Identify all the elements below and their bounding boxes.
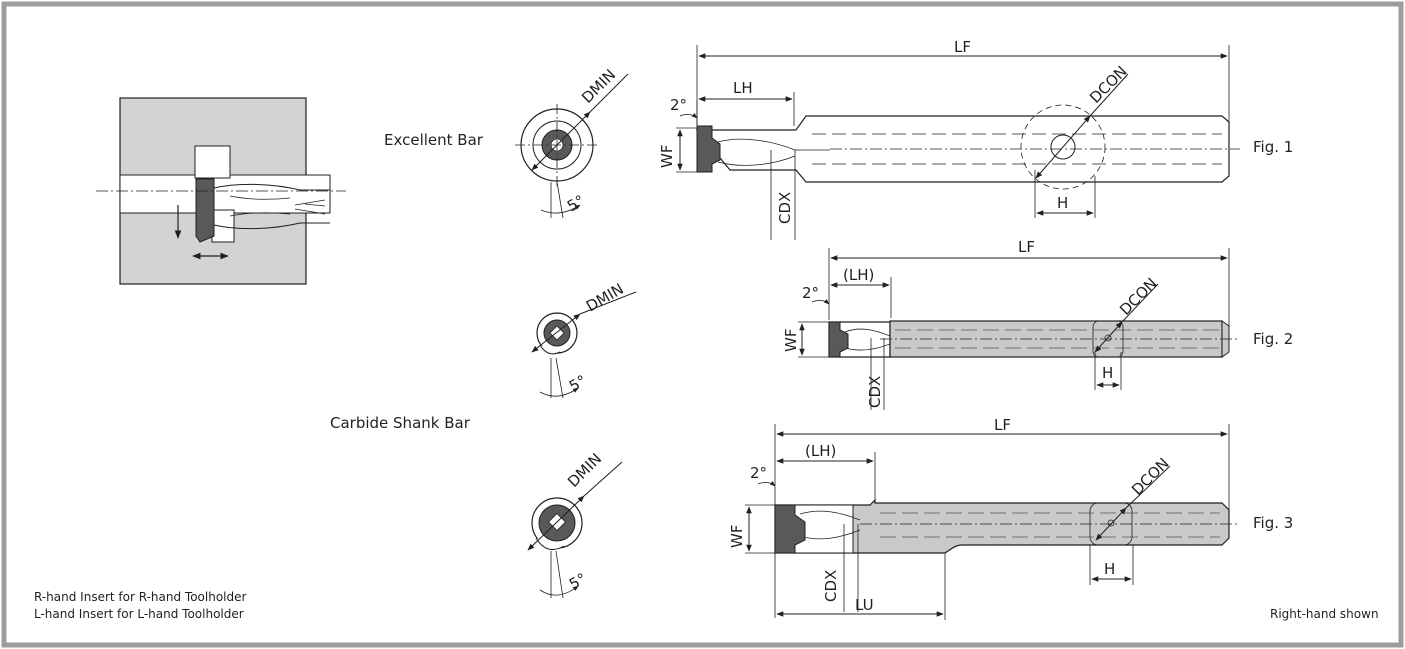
insert-fig2 (828, 321, 849, 358)
side-view-fig1 (676, 45, 1240, 240)
dim-h-fig3: H (1104, 560, 1115, 578)
dim-wf-fig1: WF (658, 145, 676, 168)
dim-angle-fig3: 2° (750, 464, 767, 482)
label-fig1: Fig. 1 (1253, 138, 1294, 156)
dim-lu-fig3: LU (855, 596, 874, 614)
end-view-fig1 (515, 73, 629, 219)
note-right-hand-shown: Right-hand shown (1270, 607, 1379, 621)
dim-dmin-fig2: DMIN (583, 280, 627, 316)
dim-wf-fig3: WF (728, 525, 746, 548)
side-view-fig2 (798, 248, 1240, 410)
dim-angle5-fig3: 5° (566, 569, 590, 593)
dim-angle-fig1: 2° (670, 96, 687, 114)
end-view-fig2 (531, 291, 637, 399)
dim-lh-fig1: LH (733, 79, 753, 97)
note-l-hand: L-hand Insert for L-hand Toolholder (34, 607, 244, 621)
dim-h-fig1: H (1057, 194, 1068, 212)
dim-lf-fig2: LF (1018, 238, 1035, 256)
dim-dcon-fig1: DCON (1086, 62, 1131, 107)
dim-lh-fig2: (LH) (843, 266, 874, 284)
dim-dcon-fig2: DCON (1116, 274, 1161, 319)
insert-fig3 (774, 504, 806, 554)
dim-wf-fig2: WF (782, 329, 800, 352)
dim-lf-fig1: LF (954, 38, 971, 56)
label-carbide-shank-bar: Carbide Shank Bar (330, 414, 470, 432)
dim-dmin-fig3: DMIN (564, 450, 605, 491)
note-r-hand: R-hand Insert for R-hand Toolholder (34, 590, 247, 604)
dim-angle5-fig2: 5° (566, 371, 590, 395)
dim-angle5-fig1: 5° (564, 191, 588, 215)
label-fig2: Fig. 2 (1253, 330, 1294, 348)
label-fig3: Fig. 3 (1253, 514, 1294, 532)
insert-fig1 (696, 125, 721, 173)
label-excellent-bar: Excellent Bar (384, 131, 483, 149)
dim-cdx-fig1: CDX (776, 192, 794, 224)
grooving-insert (195, 178, 215, 243)
dim-dcon-fig3: DCON (1128, 454, 1173, 499)
dim-lf-fig3: LF (994, 416, 1011, 434)
workpiece-schematic (96, 97, 346, 285)
dim-cdx-fig2: CDX (866, 376, 884, 408)
end-view-fig3 (527, 461, 623, 599)
dim-h-fig2: H (1102, 364, 1113, 382)
side-view-fig3 (745, 424, 1240, 620)
dim-lh-fig3: (LH) (805, 442, 836, 460)
dim-cdx-fig3: CDX (822, 570, 840, 602)
dim-dmin-fig1: DMIN (578, 66, 619, 107)
dim-angle-fig2: 2° (802, 284, 819, 302)
